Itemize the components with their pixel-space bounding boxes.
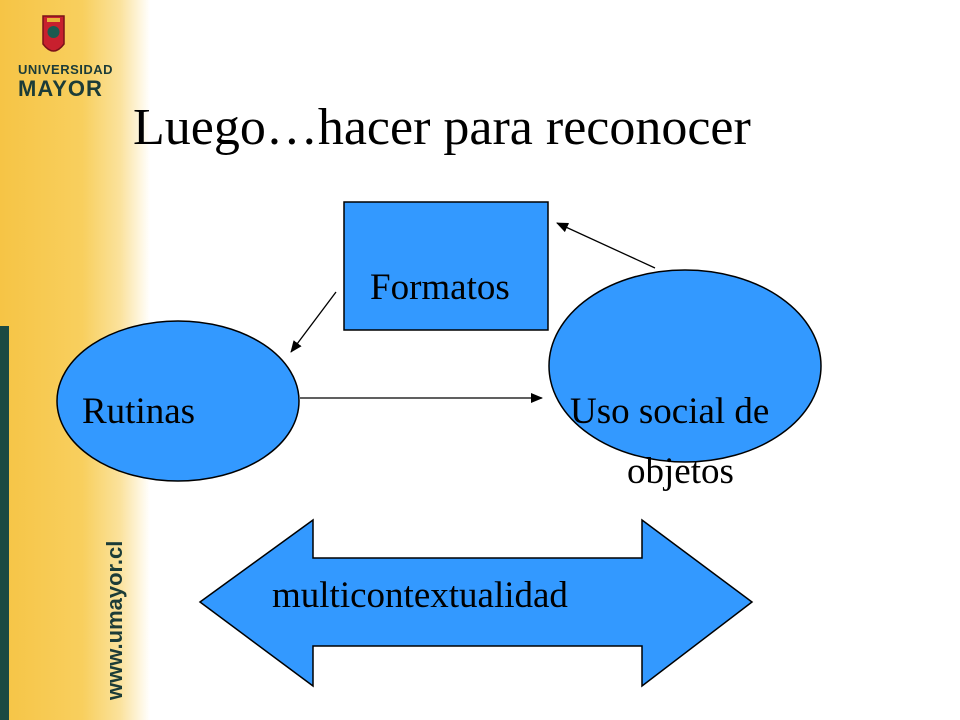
side-band-dark-strip	[0, 326, 9, 720]
multicontextualidad-double-arrow	[198, 518, 754, 688]
university-shield-icon	[42, 15, 65, 52]
arrow-formatos-to-rutinas	[290, 291, 337, 353]
formatos-box	[343, 201, 549, 331]
node-label-rutinas: Rutinas	[82, 391, 196, 432]
logo-text-universidad: UNIVERSIDAD	[18, 62, 114, 77]
node-label-formatos: Formatos	[370, 267, 510, 308]
node-label-uso-social: Uso social de	[570, 391, 770, 432]
logo-text-mayor: MAYOR	[18, 76, 103, 101]
slide-title: Luego…hacer para reconocer	[133, 99, 751, 156]
rutinas-ellipse	[56, 320, 300, 482]
node-label-objetos: objetos	[627, 451, 734, 492]
arrow-uso-to-formatos	[556, 222, 656, 269]
banner-label: multicontextualidad	[272, 575, 568, 616]
uso-social-ellipse	[548, 269, 822, 463]
